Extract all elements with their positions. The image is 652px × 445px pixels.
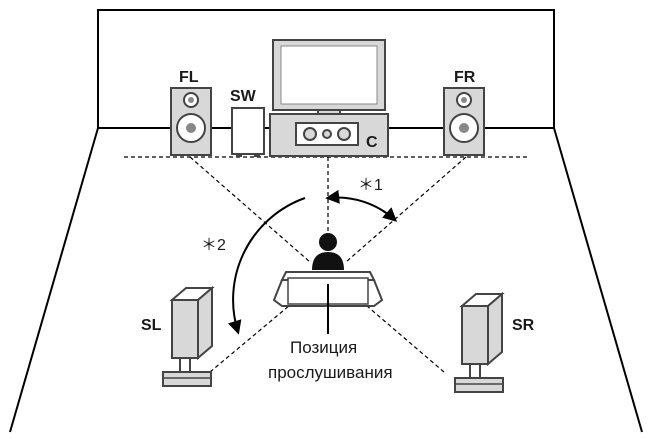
surround-right-speaker-icon [454,291,505,393]
center-speaker-icon [295,122,359,146]
angle-arc-1 [325,189,398,222]
front-left-speaker-icon [170,87,212,156]
subwoofer-icon [231,107,265,157]
label-c: C [366,134,378,151]
listener-icon [312,233,344,270]
note-angle-1: ＊1 [358,177,383,194]
surround-left-speaker-icon [162,285,215,387]
tv-icon [269,39,389,157]
label-sr: SR [512,317,535,334]
sofa-icon [272,271,384,334]
note-angle-2: ＊2 [201,237,226,254]
label-sw: SW [230,88,257,105]
label-fl: FL [179,69,199,86]
angle-arc-2 [227,197,306,335]
front-right-speaker-icon [443,87,485,156]
label-sl: SL [141,317,162,334]
listening-position-label-line2: прослушивания [268,363,393,382]
listening-position-label-line1: Позиция [290,338,357,357]
label-fr: FR [454,69,476,86]
